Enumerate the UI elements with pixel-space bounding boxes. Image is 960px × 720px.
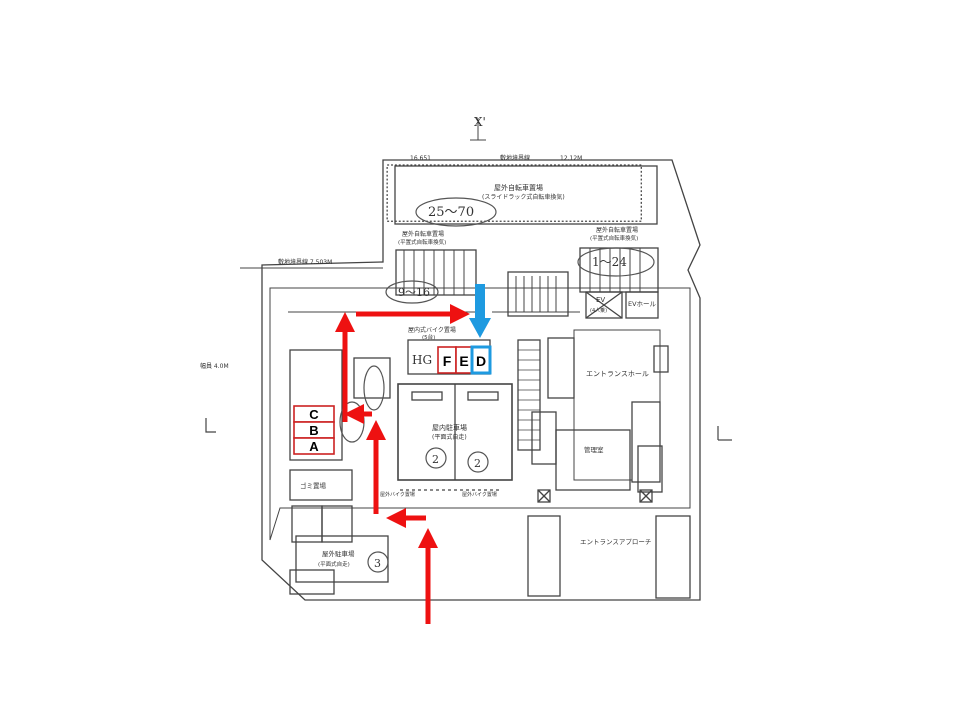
garbage-label: ゴミ置場 xyxy=(300,481,327,490)
outdoor-parking-sub: (平面式自走) xyxy=(318,560,350,568)
entrance-approach-label: エントランスアプローチ xyxy=(580,538,651,546)
top-road-label: 敷地境界線 xyxy=(500,154,530,162)
bicycle-parking-right-sub: (平置式自転車換気) xyxy=(590,234,638,242)
indoor-car-parking-label: 屋内駐車場 xyxy=(432,423,467,432)
stall-2b-label: 2 xyxy=(474,457,481,470)
route-arrows xyxy=(335,304,470,624)
plan-text: X' 敷地境界線 16.651 12.12M 敷地境界線 7.503M 幅員 4… xyxy=(200,115,657,570)
range-top-label: 25〜70 xyxy=(428,205,474,220)
stall-3-label: 3 xyxy=(374,557,381,570)
marker-c: C xyxy=(309,407,319,422)
bicycle-parking-right-label: 屋外自転車置場 xyxy=(596,226,638,234)
ev-hall-label: EVホール xyxy=(628,300,657,308)
bicycle-parking-left-sub: (平置式自転車換気) xyxy=(398,238,446,246)
left-boundary-label: 敷地境界線 7.503M xyxy=(278,258,332,266)
marker-d: D xyxy=(476,353,486,369)
bicycle-parking-left-label: 屋外自転車置場 xyxy=(402,230,444,238)
large-bicycle-parking-sub: (スライドラック式自転車換気) xyxy=(482,193,565,201)
left-dim-label: 幅員 4.0M xyxy=(200,362,229,370)
outdoor-parking-label: 屋外駐車場 xyxy=(322,549,355,558)
marker-hg: HG xyxy=(412,353,432,367)
marker-f: F xyxy=(443,353,452,369)
top-dim-left: 16.651 xyxy=(410,155,431,162)
mgmt-room-label: 管理室 xyxy=(584,445,604,454)
north-mark: X' xyxy=(474,115,486,129)
stall-2a-label: 2 xyxy=(432,453,439,466)
range-right-label: 1〜24 xyxy=(592,255,627,269)
ev-sub: (4人乗) xyxy=(590,307,607,314)
indoor-bike-parking-sub: (5台) xyxy=(422,333,435,341)
indoor-bike-parking-label: 屋内式バイク置場 xyxy=(408,326,456,334)
handwritten-annotations xyxy=(339,197,655,573)
large-bicycle-parking-label: 屋外自転車置場 xyxy=(494,183,543,192)
top-dim-right: 12.12M xyxy=(560,155,582,162)
entrance-hall-label: エントランスホール xyxy=(586,370,649,378)
marker-a: A xyxy=(309,439,319,454)
target-arrow xyxy=(469,284,491,338)
bike-right-label: 屋外バイク置場 xyxy=(462,491,497,498)
marker-stack-left: C B A xyxy=(293,405,335,455)
marker-b: B xyxy=(309,423,318,438)
plan-linework xyxy=(205,118,732,601)
range-left-label: 9〜16 xyxy=(398,286,430,299)
marker-row-right: HG F E D xyxy=(412,345,492,375)
bike-left-label: 屋外バイク置場 xyxy=(380,491,415,498)
marker-e: E xyxy=(459,353,468,369)
indoor-car-parking-sub: (平面式自走) xyxy=(432,433,467,441)
ev-label: EV xyxy=(596,296,605,304)
